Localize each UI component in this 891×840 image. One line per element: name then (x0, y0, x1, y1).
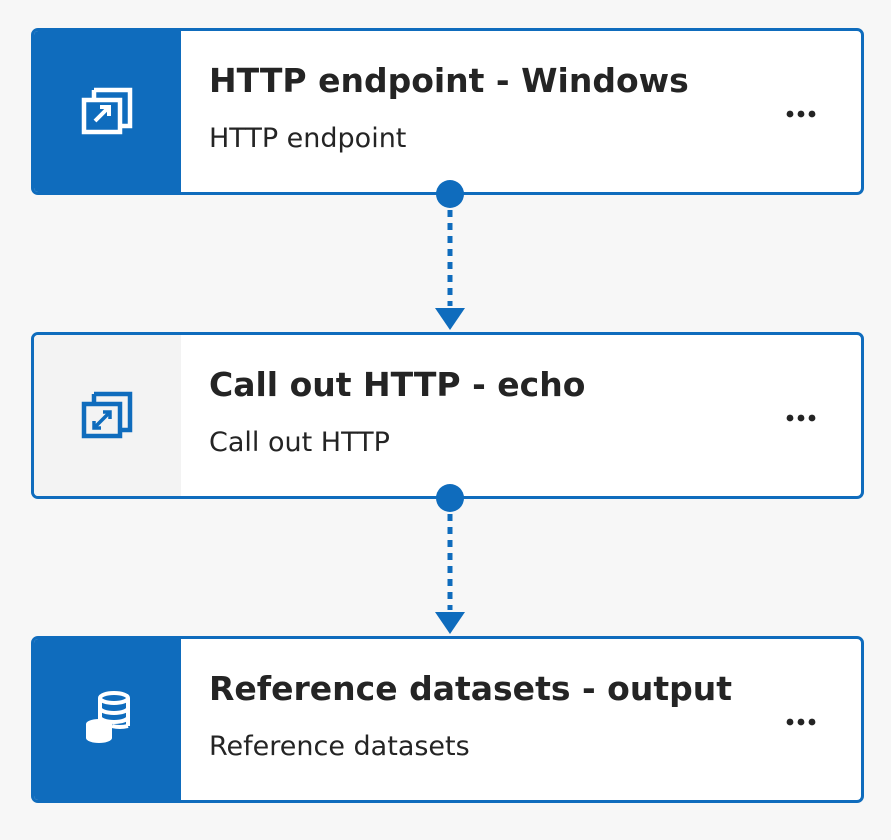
node-subtitle: HTTP endpoint (209, 123, 407, 154)
ellipsis-icon (786, 711, 816, 730)
database-icon (78, 688, 138, 752)
more-options-button[interactable] (781, 705, 821, 735)
arrowhead-icon (435, 612, 465, 634)
more-options-button[interactable] (781, 401, 821, 431)
node-call-out-http[interactable]: Call out HTTP - echo Call out HTTP (31, 332, 864, 499)
node-subtitle: Reference datasets (209, 731, 470, 762)
node-reference-datasets[interactable]: Reference datasets - output Reference da… (31, 636, 864, 803)
node-http-endpoint[interactable]: HTTP endpoint - Windows HTTP endpoint (31, 28, 864, 195)
ellipsis-icon (786, 407, 816, 426)
node-icon-panel (34, 639, 181, 800)
connector-arrow (410, 178, 490, 333)
http-endpoint-icon (78, 80, 138, 144)
arrowhead-icon (435, 308, 465, 330)
node-title: Reference datasets - output (209, 669, 732, 708)
node-icon-panel (34, 335, 181, 496)
ellipsis-icon (786, 103, 816, 122)
node-icon-panel (34, 31, 181, 192)
node-subtitle: Call out HTTP (209, 427, 390, 458)
connector-handle[interactable] (436, 180, 464, 208)
node-title: Call out HTTP - echo (209, 365, 586, 404)
node-title: HTTP endpoint - Windows (209, 61, 689, 100)
connector-handle[interactable] (436, 484, 464, 512)
connector-arrow (410, 482, 490, 637)
call-out-http-icon (78, 384, 138, 448)
more-options-button[interactable] (781, 97, 821, 127)
